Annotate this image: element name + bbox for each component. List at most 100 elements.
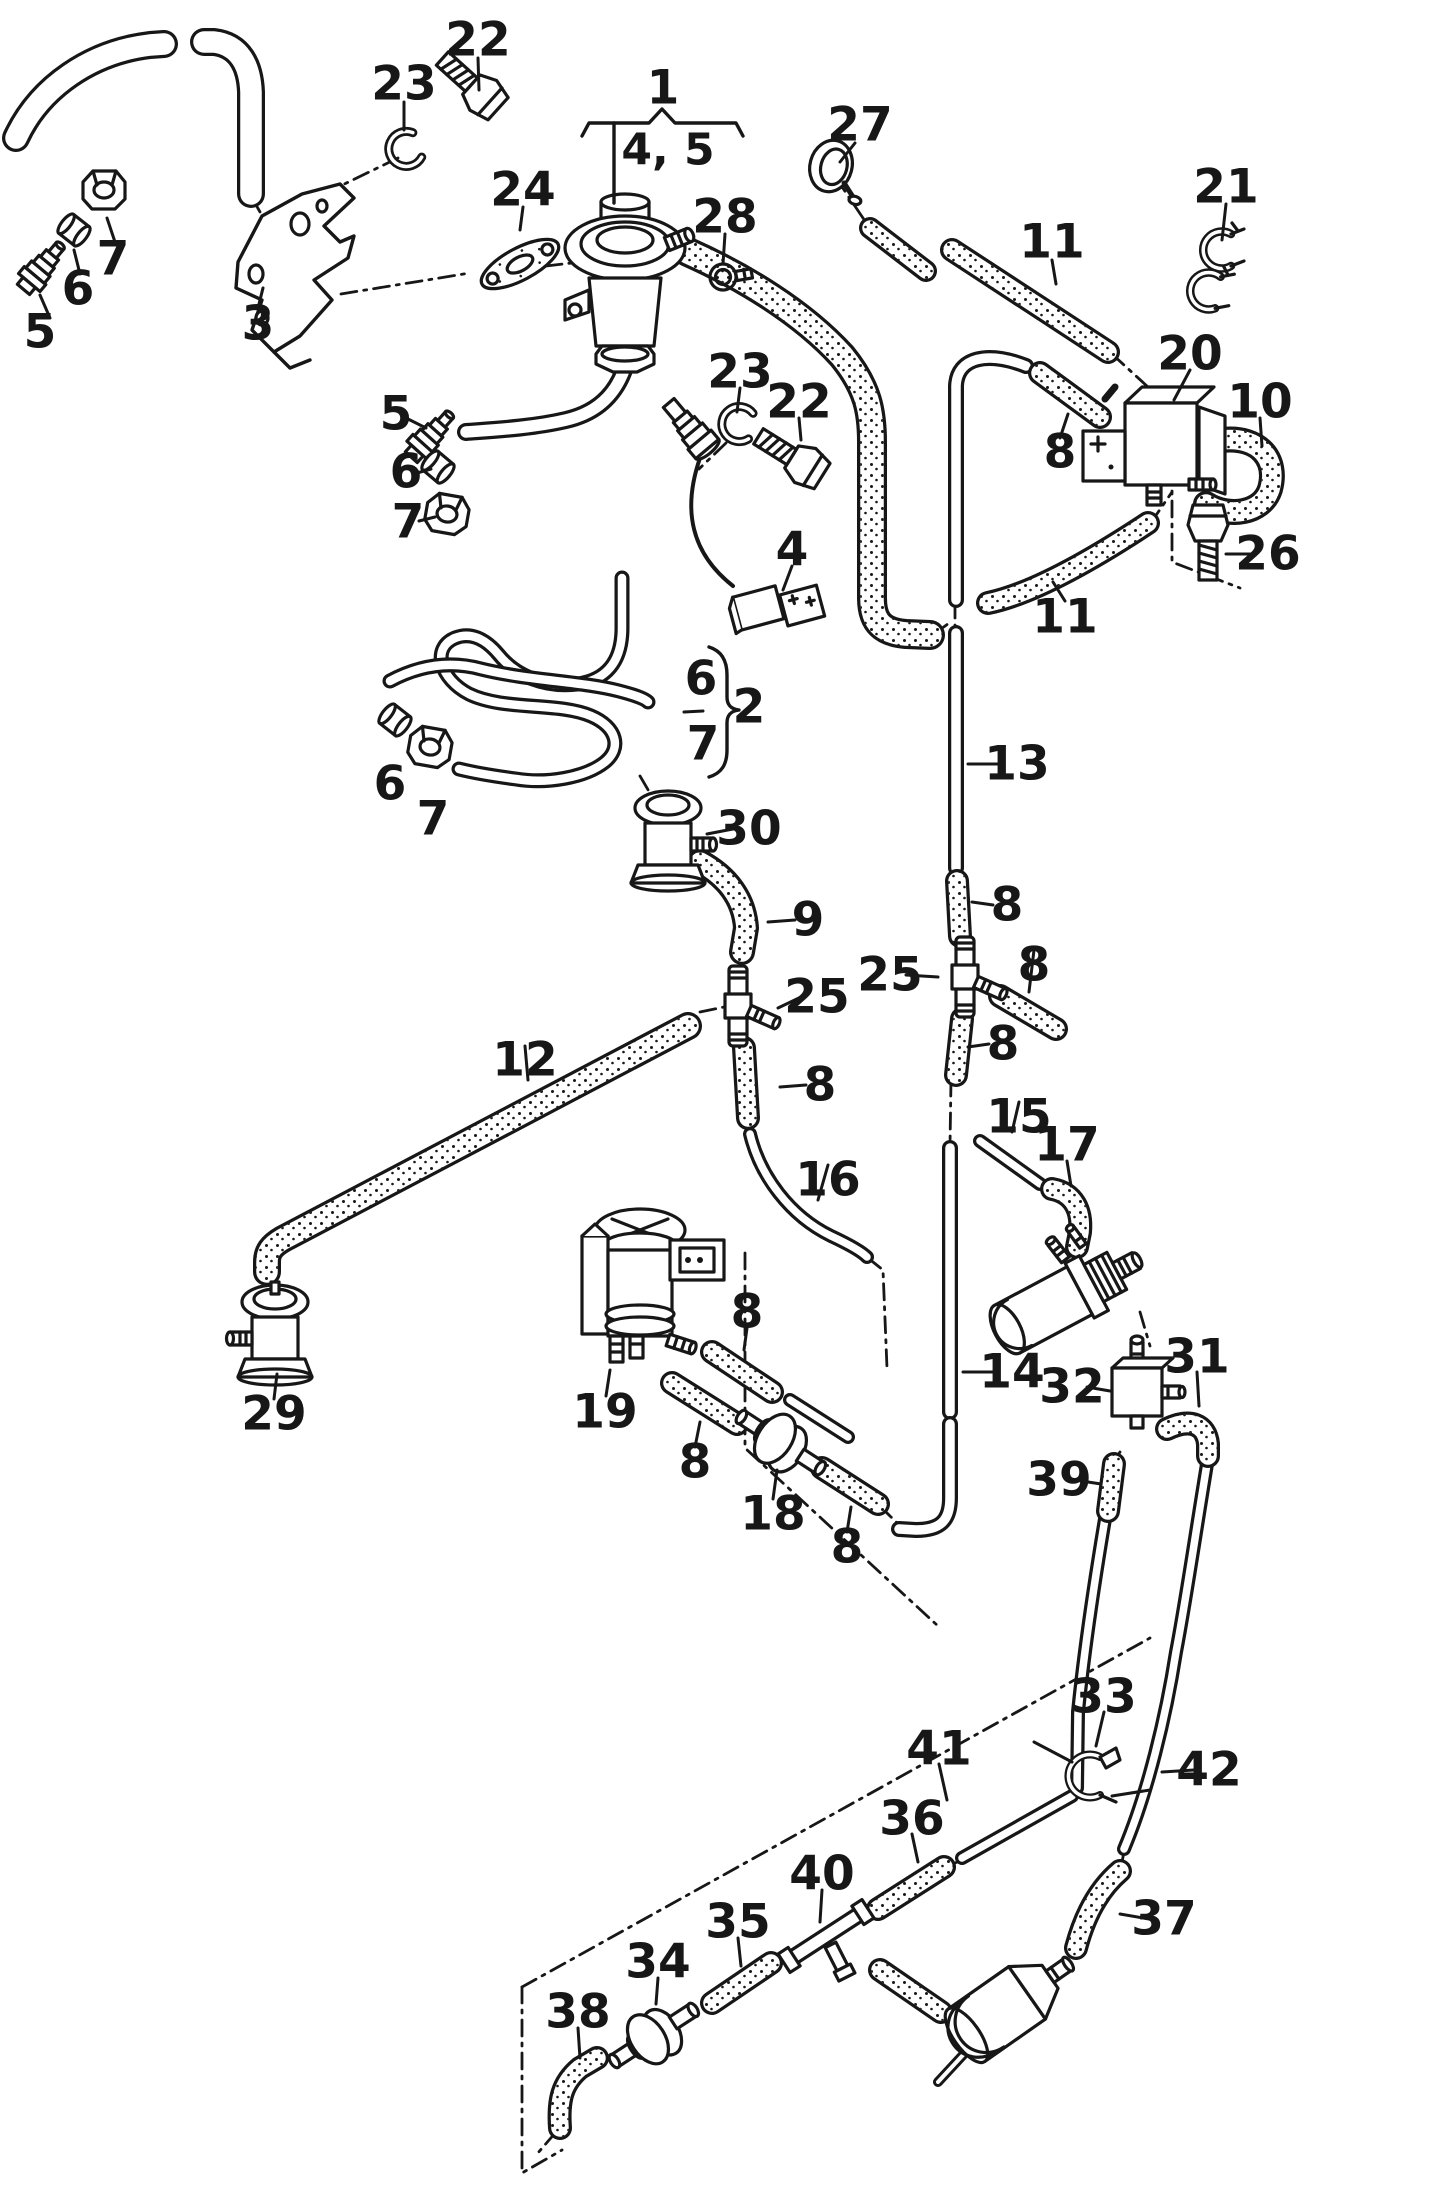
tee-40	[776, 1897, 876, 1983]
washer-23b	[717, 402, 758, 447]
part-label-5: 5	[380, 387, 413, 442]
bracket-hole	[289, 211, 311, 237]
part-label-8: 8	[804, 1058, 837, 1113]
nut-7a	[81, 169, 127, 211]
tee-25b	[950, 935, 1009, 1019]
bushing-6c	[377, 702, 413, 738]
part-label-7: 7	[687, 717, 720, 772]
part-label-39: 39	[1026, 1453, 1091, 1508]
part-label-4, 5: 4, 5	[621, 125, 714, 176]
part-label-40: 40	[789, 1847, 854, 1902]
part-label-14: 14	[979, 1345, 1044, 1400]
part-label-22: 22	[766, 375, 831, 430]
wire-boot	[661, 396, 721, 461]
part-label-37: 37	[1131, 1892, 1196, 1947]
part-label-33: 33	[1071, 1670, 1136, 1725]
part-label-25: 25	[784, 970, 849, 1025]
part-label-1: 1	[647, 61, 680, 116]
leader-lines	[38, 56, 1264, 2060]
gasket-24	[479, 237, 561, 291]
bracket-hole	[315, 198, 329, 214]
part-label-8: 8	[1044, 425, 1077, 480]
part-label-26: 26	[1235, 527, 1300, 582]
part-label-8: 8	[731, 1285, 764, 1340]
part-label-7: 7	[97, 232, 130, 287]
bracket-hole	[247, 263, 265, 285]
clip-33	[1064, 1746, 1122, 1804]
bushing-6a	[56, 212, 92, 248]
part-label-17: 17	[1034, 1118, 1099, 1173]
part-label-8: 8	[831, 1520, 864, 1575]
bracket-3-tab	[272, 350, 312, 370]
part-label-6: 6	[374, 757, 407, 812]
part-label-31: 31	[1164, 1330, 1229, 1385]
assembly-bracket-1	[580, 107, 745, 138]
part-label-6: 6	[685, 652, 718, 707]
part-label-22: 22	[445, 13, 510, 68]
valve-29	[224, 1280, 314, 1387]
part-label-11: 11	[1019, 215, 1084, 270]
bushing-6b	[420, 449, 456, 485]
bolt-22	[434, 50, 510, 122]
part-label-25: 25	[857, 948, 922, 1003]
part-label-8: 8	[679, 1435, 712, 1490]
tee-25a	[723, 964, 782, 1048]
part-label-8: 8	[991, 878, 1024, 933]
part-label-15: 15	[986, 1090, 1051, 1145]
part-label-8: 8	[1018, 938, 1051, 993]
part-label-32: 32	[1039, 1360, 1104, 1415]
part-label-27: 27	[827, 98, 892, 153]
components	[15, 50, 1246, 2070]
thermo-switch	[988, 1223, 1144, 1356]
clip-21a	[1198, 221, 1246, 273]
fuel-filter	[943, 1955, 1076, 2065]
part-label-7: 7	[392, 495, 425, 550]
part-label-34: 34	[625, 1935, 690, 1990]
part-label-2: 2	[733, 680, 766, 735]
valve-30	[629, 789, 719, 893]
solenoid-valve-20	[1081, 383, 1227, 507]
bolt-26	[1186, 503, 1230, 582]
part-label-21: 21	[1193, 160, 1258, 215]
part-label-6: 6	[62, 262, 95, 317]
wires	[689, 456, 735, 588]
hoses	[2, 28, 1285, 2140]
valve-19	[580, 1207, 726, 1364]
part-label-28: 28	[692, 190, 757, 245]
part-label-13: 13	[984, 737, 1049, 792]
part-label-8: 8	[987, 1017, 1020, 1072]
fitting-5a	[15, 240, 66, 297]
valve-32	[1110, 1334, 1187, 1430]
clamp-28	[708, 262, 755, 292]
nut-7b	[423, 491, 471, 537]
part-label-16: 16	[795, 1153, 860, 1208]
bolt-22b	[752, 427, 832, 491]
part-label-29: 29	[241, 1387, 306, 1442]
part-label-5: 5	[24, 305, 57, 360]
part-label-6: 6	[390, 445, 423, 500]
part-label-38: 38	[545, 1985, 610, 2040]
part-label-30: 30	[716, 802, 781, 857]
part-label-42: 42	[1176, 1743, 1241, 1798]
check-valve-34	[607, 2001, 701, 2070]
connector-4	[727, 583, 827, 636]
part-label-3: 3	[242, 297, 275, 352]
check-valve-18	[734, 1408, 828, 1477]
clip-21b	[1185, 264, 1236, 314]
fitting-5b	[403, 409, 456, 465]
nut-7c	[406, 724, 454, 770]
part-label-4: 4	[776, 523, 809, 578]
part-label-19: 19	[572, 1385, 637, 1440]
part-label-20: 20	[1157, 327, 1222, 382]
part-label-18: 18	[740, 1487, 805, 1542]
group-brace-2	[707, 645, 741, 779]
part-label-24: 24	[490, 163, 555, 218]
egr-valve-1	[563, 192, 696, 374]
washer-23	[384, 126, 427, 171]
part-label-36: 36	[879, 1792, 944, 1847]
part-label-41: 41	[906, 1722, 971, 1777]
part-label-23: 23	[707, 345, 772, 400]
